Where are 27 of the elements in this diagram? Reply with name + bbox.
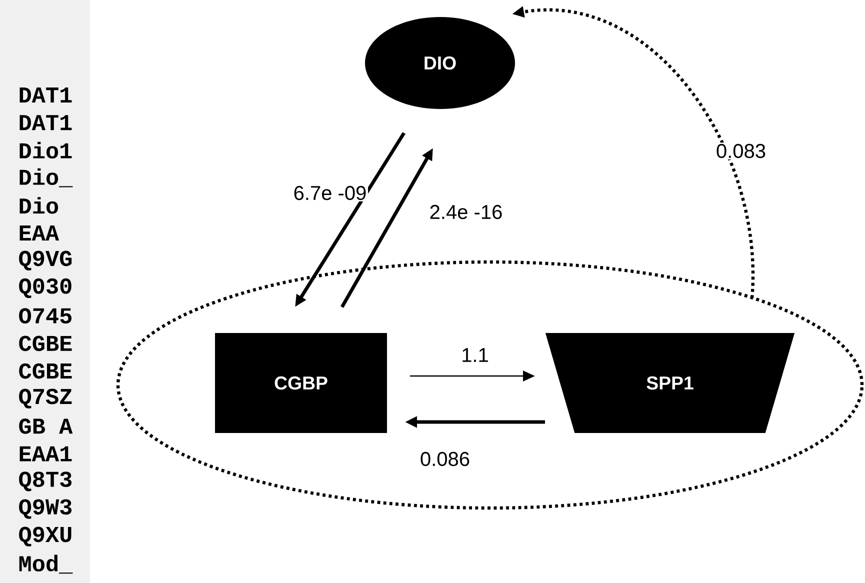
list-entry: DAT1: [20, 115, 72, 130]
list-entry: Dio1: [20, 142, 72, 159]
edge-label: 0.086: [418, 450, 472, 468]
list-entry: GB A: [19, 418, 73, 434]
list-entry: Q8T3: [19, 472, 72, 492]
list-entry: DAT1: [20, 88, 72, 102]
edge-label: 6.7e -09: [292, 184, 368, 202]
list-entry: O745: [19, 308, 72, 324]
list-entry: Dio_: [20, 168, 73, 188]
edge-label: 0.083: [714, 142, 768, 160]
dotted-ellipse: [116, 260, 864, 510]
list-entry: Q7SZ: [19, 388, 72, 408]
edge-label: 2.4e -16: [428, 204, 504, 220]
list-entry: Mod_: [19, 554, 73, 574]
trapezoid-node: SPP1: [545, 333, 795, 433]
list-entry: CGBE: [19, 336, 72, 352]
list-entry: Dio: [20, 197, 58, 214]
list-entry: Q9XU: [19, 526, 72, 546]
list-entry: Q030: [19, 278, 72, 298]
list-entry: EAA: [20, 226, 60, 240]
list-entry: EAA1: [20, 446, 72, 462]
edge-label: 1.1: [460, 346, 490, 364]
ellipse-node: DIO: [365, 17, 515, 109]
list-entry: Q9W3: [19, 499, 72, 519]
process-box: CGBP: [215, 333, 387, 433]
list-entry: CGBE: [19, 363, 72, 379]
list-entry: Q9VG: [19, 250, 72, 270]
